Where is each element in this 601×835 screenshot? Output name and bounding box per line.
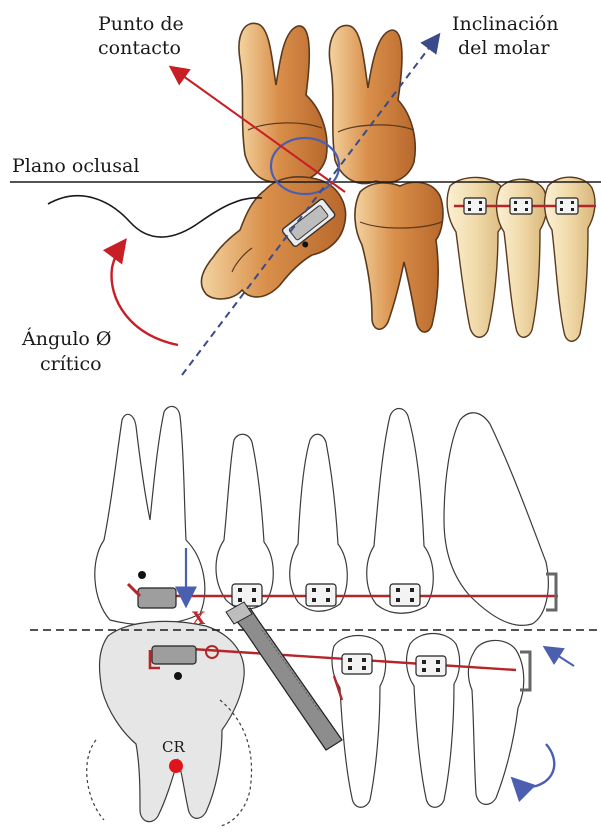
- lower-brackets: [342, 654, 446, 676]
- rotation-arrow-icon: [112, 242, 178, 345]
- label-critical-angle-2: crítico: [40, 353, 102, 375]
- center-of-resistance-dot: [169, 759, 183, 773]
- rotation-arrow-icon-blue: [514, 744, 554, 787]
- cr-label: CR: [162, 738, 185, 756]
- label-molar-tilt-1: Inclinación: [452, 13, 559, 35]
- upper-molar-left: [239, 23, 327, 182]
- label-contact-point-2: contacto: [98, 37, 181, 59]
- x-marker: X: [192, 609, 206, 629]
- label-molar-tilt-2: del molar: [458, 37, 550, 59]
- small-blue-arrow: [546, 648, 574, 666]
- upper-tooth-5: [444, 413, 548, 626]
- upper-tooth-2: [216, 434, 273, 609]
- lower-molar-right: [355, 182, 443, 332]
- upper-molar-right: [329, 25, 415, 183]
- profile-curve: [48, 196, 262, 237]
- hook-icon-lower: [520, 652, 530, 690]
- top-panel: Punto de contacto Inclinación del molar …: [10, 13, 601, 375]
- label-contact-point-1: Punto de: [98, 13, 184, 35]
- premolar-brackets: [464, 198, 578, 214]
- label-occlusal-plane: Plano oclusal: [12, 155, 139, 177]
- label-critical-angle-1: Ángulo Ø: [21, 327, 112, 350]
- bottom-panel: [87, 406, 549, 826]
- upper-molar-tube: [128, 571, 176, 608]
- upper-tooth-4: [367, 409, 434, 614]
- upper-brackets: [232, 584, 420, 606]
- tilted-lower-molar: [201, 177, 345, 299]
